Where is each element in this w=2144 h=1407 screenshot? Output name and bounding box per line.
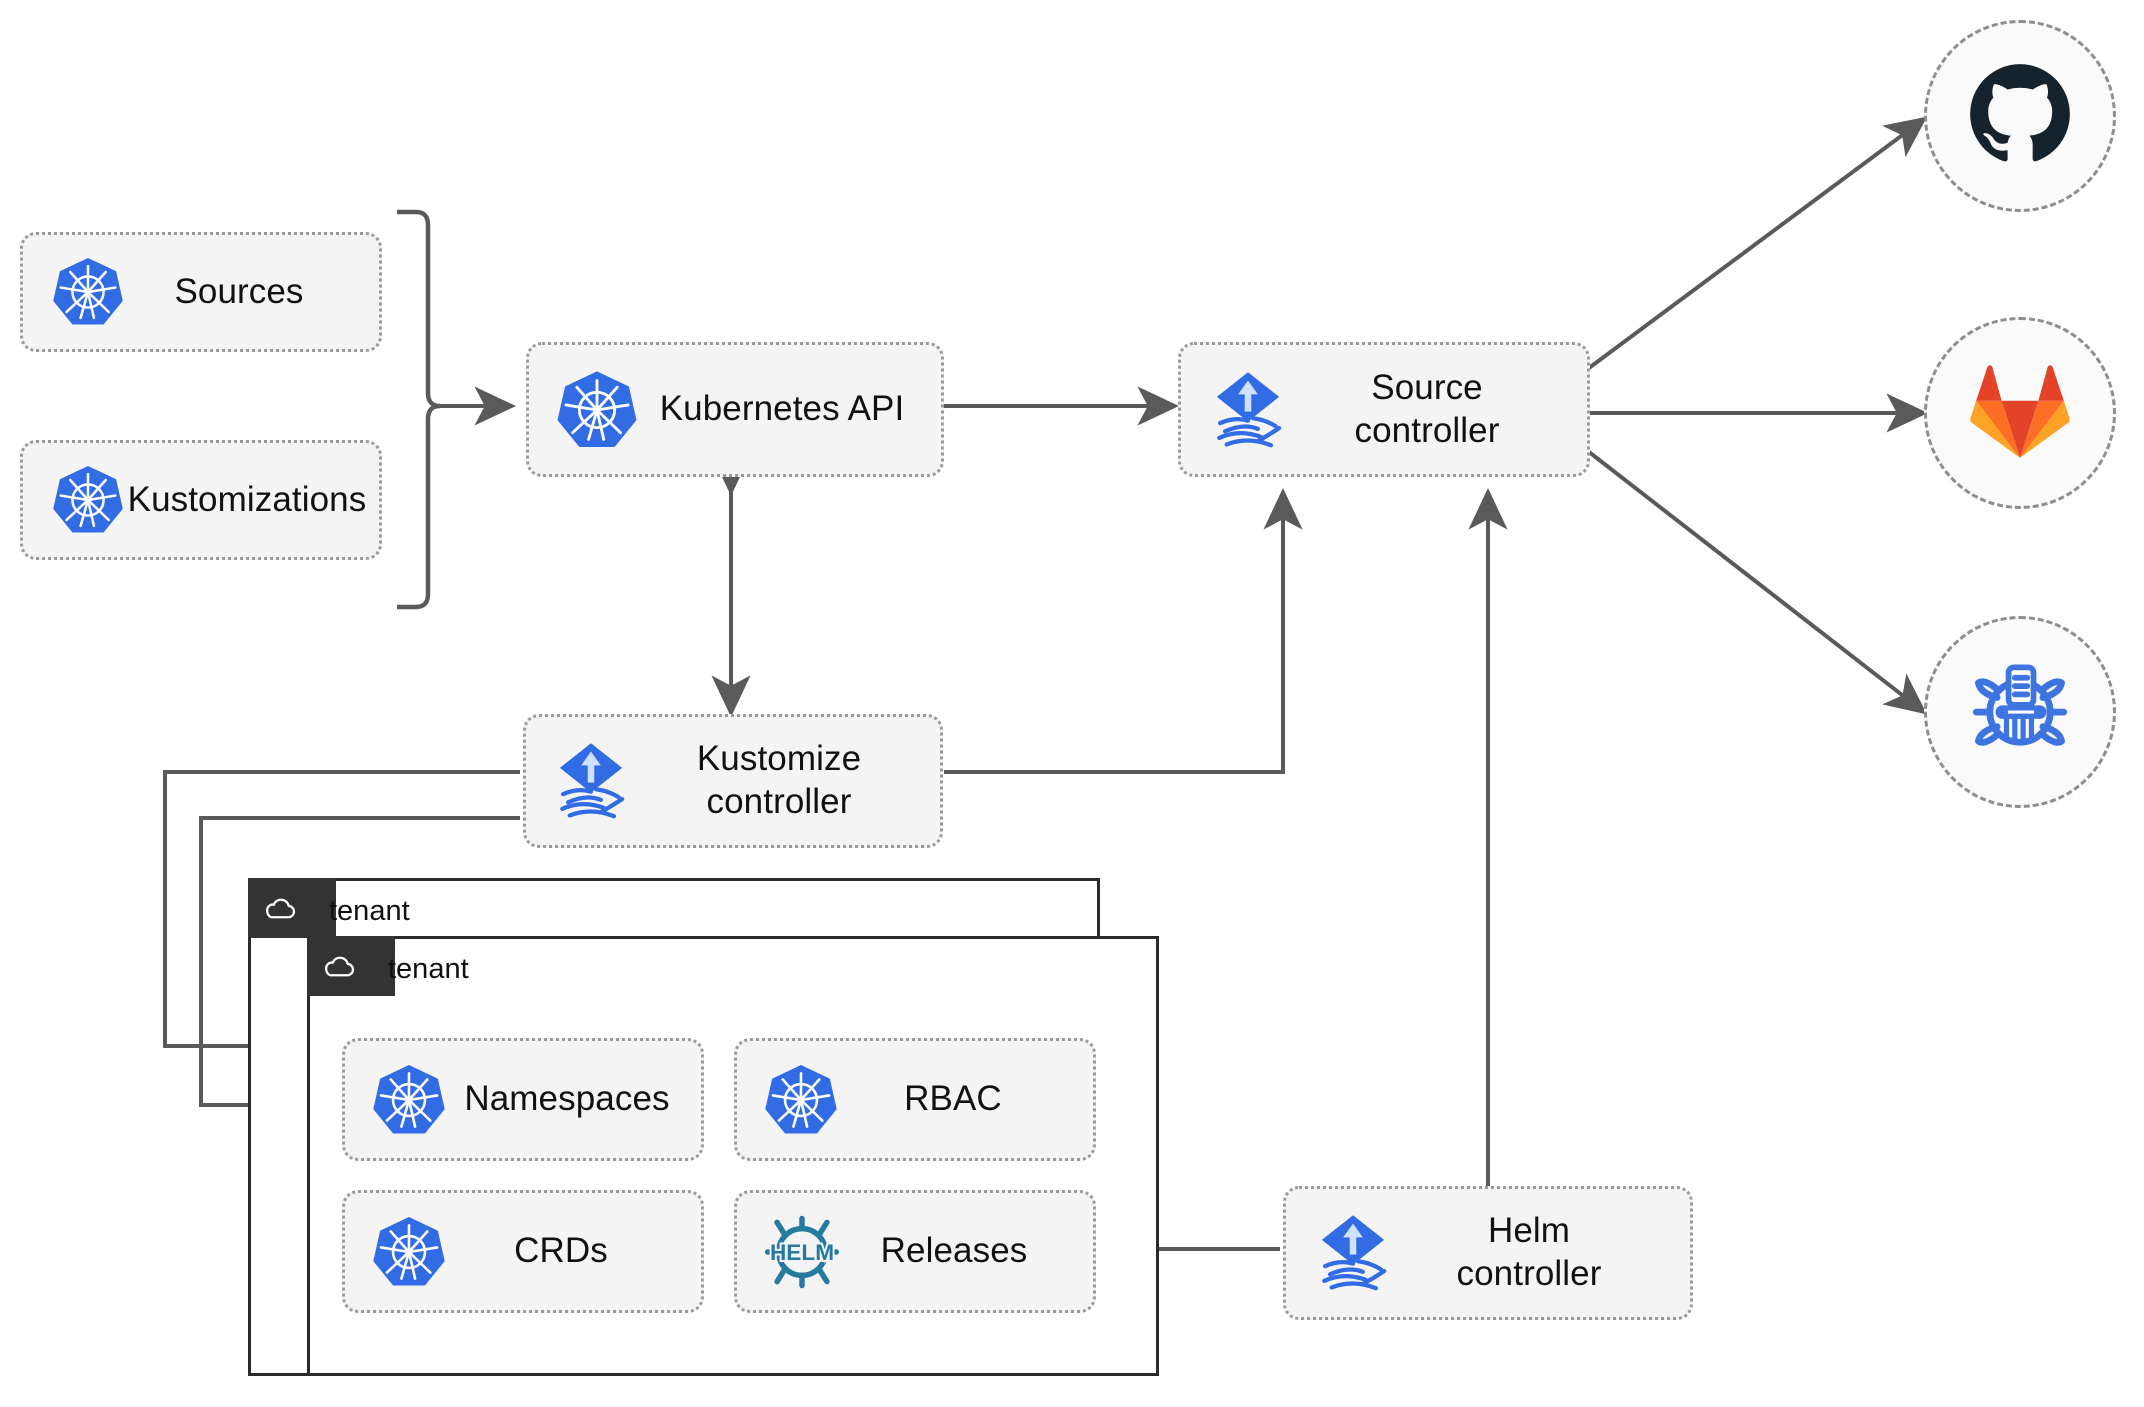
edge-source-controller-github: [1587, 116, 1928, 370]
node-source-controller[interactable]: Source controller: [1178, 342, 1590, 477]
node-helm-controller[interactable]: Helm controller: [1283, 1186, 1693, 1320]
group-brace: [397, 209, 441, 610]
node-kustomizations-label: Kustomizations: [127, 479, 367, 519]
kubernetes-icon: [371, 1062, 447, 1138]
node-kustomizations[interactable]: Kustomizations: [20, 440, 382, 560]
provider-chart-registry[interactable]: [1924, 616, 2116, 808]
provider-github[interactable]: [1924, 20, 2116, 212]
flux-icon: [1312, 1212, 1394, 1294]
node-kubernetes-api[interactable]: Kubernetes API: [526, 342, 944, 477]
cloud-icon: [260, 888, 300, 928]
node-namespaces-label: Namespaces: [464, 1079, 670, 1119]
node-helm-controller-label: Helm controller: [1456, 1211, 1602, 1293]
flux-icon: [1207, 369, 1289, 451]
node-source-controller-label: Source controller: [1354, 367, 1500, 450]
node-releases-label: Releases: [880, 1231, 1028, 1271]
node-sources-label: Sources: [174, 271, 304, 311]
edge-source-controller-chart-registry: [1587, 450, 1928, 715]
node-releases[interactable]: HELM Releases: [734, 1190, 1096, 1313]
flux-icon: [550, 740, 632, 822]
tenant-outer-header: [248, 878, 336, 938]
helm-icon: HELM: [763, 1213, 841, 1291]
provider-gitlab[interactable]: [1924, 317, 2116, 509]
chart-registry-icon: [1968, 658, 2072, 767]
tenant-inner-label: tenant: [388, 953, 469, 985]
node-sources[interactable]: Sources: [20, 232, 382, 352]
kubernetes-icon: [555, 368, 639, 452]
node-crds-label: CRDs: [514, 1231, 608, 1271]
kubernetes-icon: [51, 463, 125, 537]
kubernetes-icon: [371, 1214, 447, 1290]
node-kubernetes-api-label: Kubernetes API: [659, 389, 905, 429]
svg-text:HELM: HELM: [770, 1239, 834, 1264]
kubernetes-icon: [763, 1062, 839, 1138]
cloud-icon: [319, 946, 359, 986]
node-crds[interactable]: CRDs: [342, 1190, 704, 1313]
tenant-outer-label: tenant: [329, 895, 410, 927]
github-icon: [1968, 62, 2072, 171]
node-namespaces[interactable]: Namespaces: [342, 1038, 704, 1161]
node-kustomize-controller-label: Kustomize controller: [696, 739, 862, 821]
kubernetes-icon: [51, 255, 125, 329]
node-rbac[interactable]: RBAC: [734, 1038, 1096, 1161]
node-kustomize-controller[interactable]: Kustomize controller: [523, 714, 943, 848]
gitlab-icon: [1969, 362, 2071, 465]
tenant-inner-header: [307, 936, 395, 996]
node-rbac-label: RBAC: [904, 1079, 1002, 1119]
edge-kustomize-controller-source-controller: [944, 487, 1303, 774]
